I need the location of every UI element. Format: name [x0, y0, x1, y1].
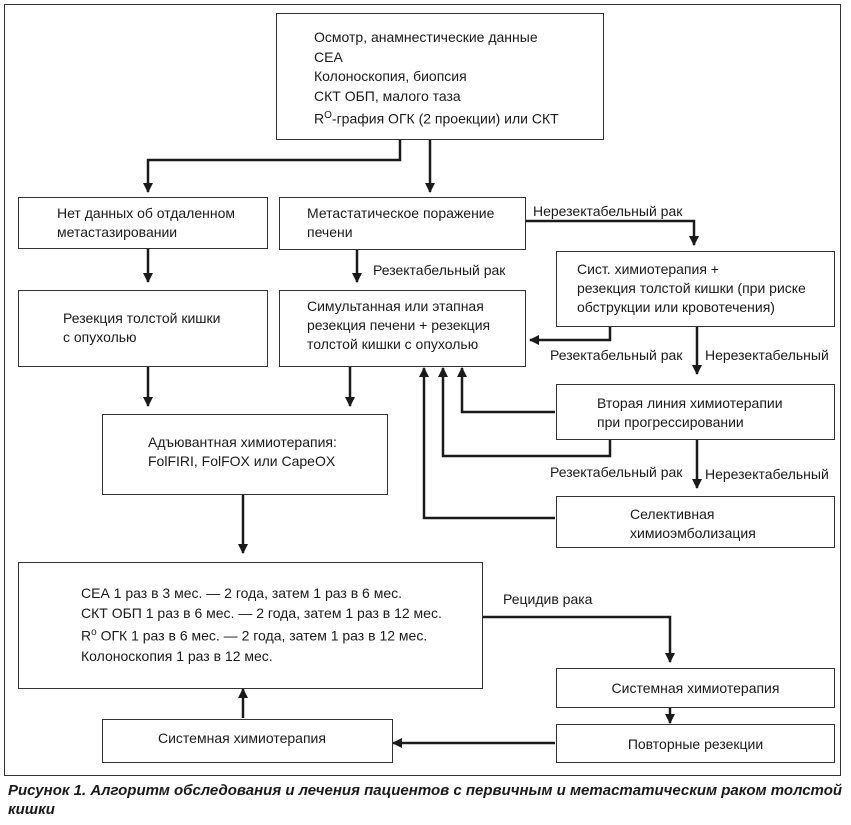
simultaneous-line-3: толстой кишки с опухолью [307, 336, 479, 352]
followup-line-3-text: ОГК 1 раз в 6 мес. — 2 года, затем 1 раз… [96, 627, 428, 644]
adjuvant-line-1: Адъювантная химиотерапия: [148, 434, 337, 450]
connector-second-line-to-simultaneous [457, 367, 555, 414]
box-systemic-chemo-right: Системная химиотерапия [556, 668, 835, 708]
followup-line-3: Rо ОГК 1 раз в 6 мес. — 2 года, затем 1 … [81, 623, 482, 646]
adjuvant-line-2: FolFIRI, FolFOX или CapeOX [148, 453, 336, 469]
exam-line-4: СКТ ОБП, малого таза [314, 87, 461, 104]
system-chemo-line-3: обструкции или кровотечения) [577, 299, 775, 315]
box-no-metastasis: Нет данных об отдаленном метастазировани… [18, 197, 268, 249]
followup-r-superscript: о [91, 627, 97, 638]
connector-system-chemo-to-simultaneous [529, 327, 612, 345]
selective-line-2: химиоэмболизация [630, 525, 756, 541]
selective-line-1: Селективная [630, 506, 715, 522]
connector-second-line-resectable [438, 367, 612, 458]
box-simultaneous-resection: Симультанная или этапная резекция печени… [279, 290, 526, 367]
no-metastasis-line-1: Нет данных об отдаленном [57, 205, 236, 221]
connector-selective-to-simultaneous [419, 367, 555, 520]
second-line-line-1: Вторая линия химиотерапии [597, 395, 783, 411]
label-resectable-mid: Резектабельный рак [373, 262, 506, 278]
box-system-chemo-resection: Сист. химиотерапия + резекция толстой ки… [556, 251, 835, 327]
system-chemo-line-1: Сист. химиотерапия + [577, 261, 719, 277]
system-chemo-line-2: резекция толстой кишки (при риске [577, 280, 806, 296]
systemic-chemo-left-text: Системная химиотерапия [158, 730, 326, 746]
liver-line-2: печени [307, 224, 353, 240]
label-resectable-1: Резектабельный рак [550, 347, 683, 363]
box-second-line: Вторая линия химиотерапии при прогрессир… [556, 384, 835, 440]
exam-line-2: СЕА [314, 48, 343, 65]
box-repeat-resections: Повторные резекции [556, 724, 835, 763]
box-systemic-chemo-left: Системная химиотерапия [102, 719, 393, 763]
connector-followup-to-systemic-chemo [483, 615, 675, 663]
diagram-frame [4, 4, 841, 776]
label-unresectable-top: Нерезектабельный рак [533, 203, 683, 219]
box-followup: СЕА 1 раз в 3 мес. — 2 года, затем 1 раз… [18, 562, 483, 689]
label-unresectable-2: Нерезектабельный [705, 466, 829, 482]
followup-line-2: СКТ ОБП 1 раз в 6 мес. — 2 года, затем 1… [81, 605, 442, 621]
exam-xray-text: -графия ОГК (2 проекции) или СКТ [331, 110, 559, 127]
box-colon-resection: Резекция толстой кишки с опухолью [18, 290, 268, 367]
systemic-chemo-right-text: Системная химиотерапия [611, 680, 780, 696]
colon-resection-line-2: с опухолью [63, 329, 137, 345]
figure-caption: Рисунок 1. Алгоритм обследования и лечен… [8, 782, 843, 818]
box-adjuvant: Адъювантная химиотерапия: FolFIRI, FolFO… [102, 414, 388, 495]
exam-r-superscript: О [324, 110, 332, 121]
colon-resection-line-1: Резекция толстой кишки [63, 310, 221, 326]
exam-line-5: RО-графия ОГК (2 проекции) или СКТ [314, 106, 603, 129]
repeat-resections-text: Повторные резекции [627, 736, 764, 752]
second-line-line-2: при прогрессировании [597, 414, 744, 430]
followup-line-1: СЕА 1 раз в 3 мес. — 2 года, затем 1 раз… [81, 585, 403, 601]
exam-line-3: Колоноскопия, биопсия [314, 68, 467, 84]
exam-line-1: Осмотр, анамнестические данные [314, 29, 538, 45]
liver-line-1: Метастатическое поражение [307, 205, 495, 221]
connector-liver-to-system-chemo [525, 219, 699, 246]
label-recurrence: Рецидив рака [503, 591, 593, 607]
simultaneous-line-1: Симультанная или этапная [307, 298, 484, 314]
followup-r-letter: R [81, 627, 92, 644]
connector-exam-to-no-metastasis [143, 139, 402, 193]
label-unresectable-1: Нерезектабельный [705, 347, 829, 363]
simultaneous-line-2: резекция печени + резекция [307, 317, 491, 333]
box-exam: Осмотр, анамнестические данные СЕА Колон… [276, 13, 604, 140]
box-liver-metastasis: Метастатическое поражение печени [279, 197, 526, 250]
followup-line-4: Колоноскопия 1 раз в 12 мес. [81, 647, 273, 664]
box-selective: Селективная химиоэмболизация [556, 496, 835, 548]
no-metastasis-line-2: метастазировании [57, 224, 178, 240]
exam-r-letter: R [314, 110, 325, 127]
flowchart-connectors [143, 139, 702, 748]
label-resectable-2: Резектабельный рак [550, 464, 683, 480]
